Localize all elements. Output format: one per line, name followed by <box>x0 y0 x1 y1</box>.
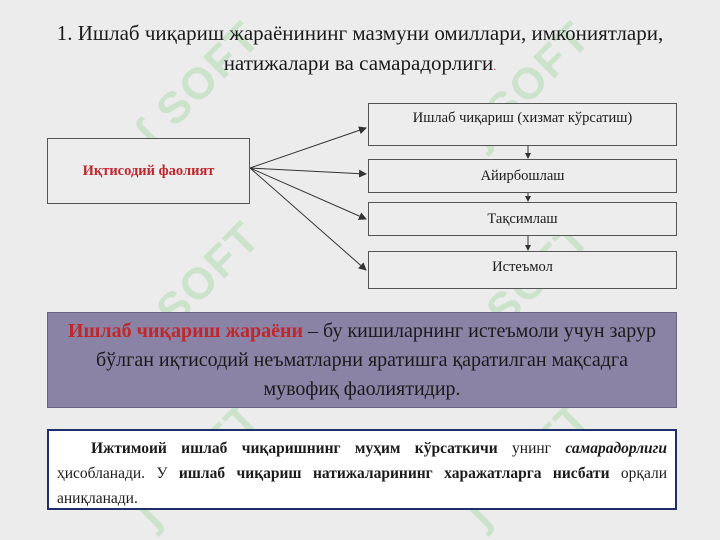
exchange-box: Айирбошлаш <box>368 159 677 193</box>
note-part-4: ҳисобланади. У <box>57 465 179 482</box>
note-box: Ижтимоий ишлаб чиқаришнинг муҳим кўрсатк… <box>47 429 677 510</box>
note-part-5: ишлаб чиқариш натижаларининг харажатларг… <box>178 465 610 482</box>
production-label: Ишлаб чиқариш (хизмат кўрсатиш) <box>412 110 633 126</box>
consumption-label: Истеъмол <box>492 259 553 275</box>
arrow-to-consumption <box>249 167 367 271</box>
economic-activity-label: Иқтисодий фаолият <box>82 162 215 179</box>
distribution-label: Тақсимлаш <box>487 210 558 227</box>
distribution-box: Тақсимлаш <box>368 202 677 236</box>
title-end-mark: . <box>493 59 497 73</box>
definition-box: Ишлаб чиқариш жараёни – бу кишиларнинг и… <box>47 312 677 408</box>
production-box: Ишлаб чиқариш (хизмат кўрсатиш) <box>368 103 677 146</box>
arrow-to-exchange <box>249 167 367 178</box>
exchange-label: Айирбошлаш <box>480 167 565 184</box>
note-part-6: орқали аниқланади. <box>57 465 668 507</box>
consumption-box: Истеъмол <box>368 251 677 289</box>
arrow-to-distribution <box>249 167 367 220</box>
note-part-1: Ижтимоий ишлаб чиқаришнинг муҳим кўрсатк… <box>91 440 498 457</box>
note-part-3: самарадорлиги <box>565 440 667 457</box>
definition-text: – бу кишиларнинг истеъмоли учун зарур бў… <box>95 320 657 400</box>
arrow-to-production <box>249 126 367 169</box>
page-title: 1. Ишлаб чиқариш жараёнининг мазмуни оми… <box>40 18 680 81</box>
note-part-2: унинг <box>497 440 566 457</box>
economic-activity-box: Иқтисодий фаолият <box>47 138 250 204</box>
title-text: 1. Ишлаб чиқариш жараёнининг мазмуни оми… <box>56 21 664 75</box>
definition-term: Ишлаб чиқариш жараёни <box>67 320 304 342</box>
